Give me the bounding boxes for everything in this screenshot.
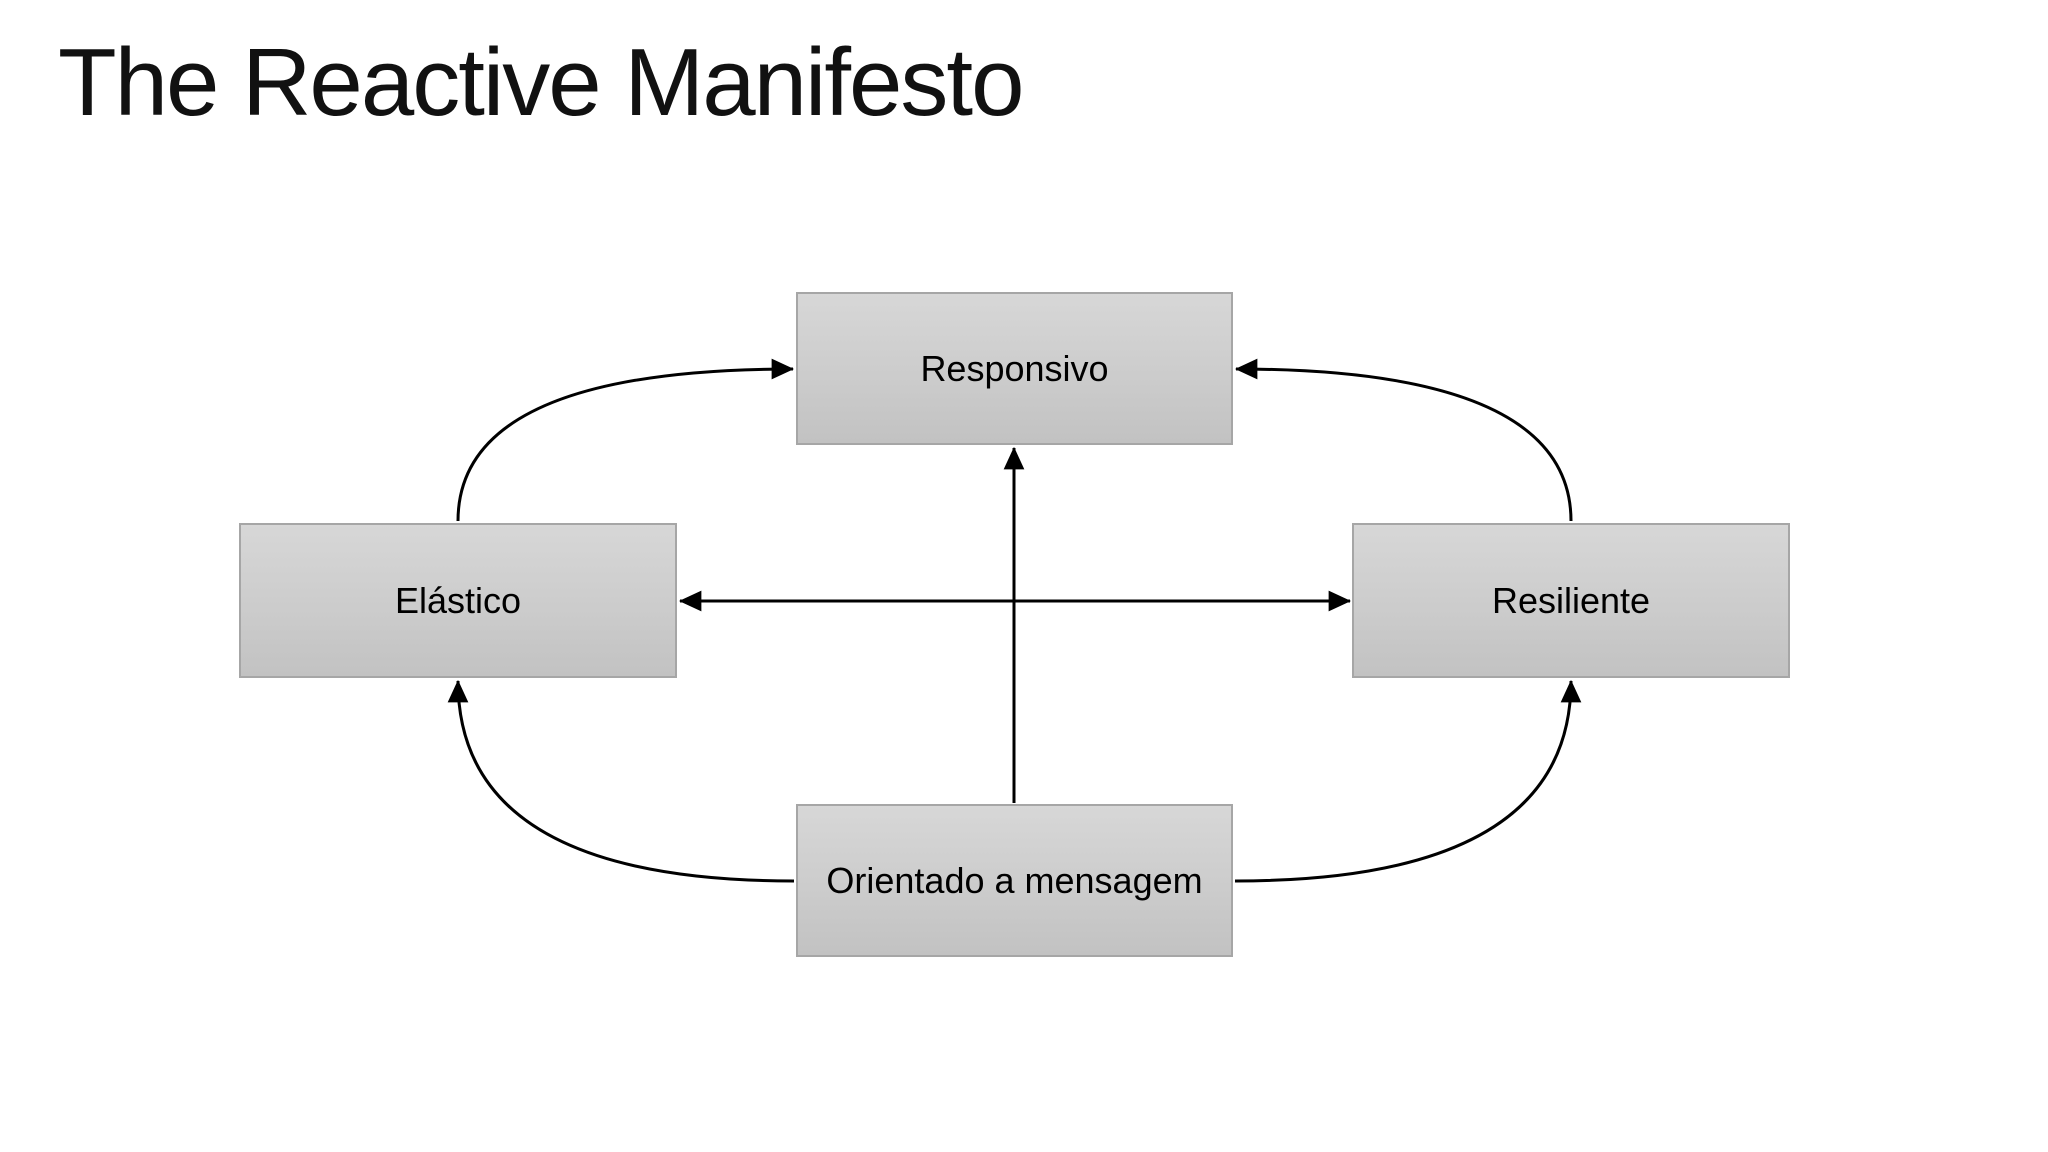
edge-orientado-to-resiliente-arrow [1234, 679, 1582, 883]
node-resiliente-label: Resiliente [1491, 579, 1651, 621]
node-resiliente: Resiliente [1352, 523, 1790, 678]
node-responsivo-label: Responsivo [920, 347, 1109, 389]
edge-orientado-to-elastico-arrow [447, 679, 795, 883]
node-orientado-a-mensagem-label: Orientado a mensagem [826, 859, 1203, 901]
slide-title: The Reactive Manifesto [58, 29, 1024, 136]
node-orientado-a-mensagem: Orientado a mensagem [796, 804, 1233, 957]
node-elastico: Elástico [239, 523, 677, 678]
node-responsivo: Responsivo [796, 292, 1233, 445]
node-elastico-label: Elástico [394, 579, 522, 621]
edge-resiliente-to-responsivo-arrow [1234, 358, 1573, 522]
edge-elastico-to-responsivo-arrow [456, 358, 795, 522]
